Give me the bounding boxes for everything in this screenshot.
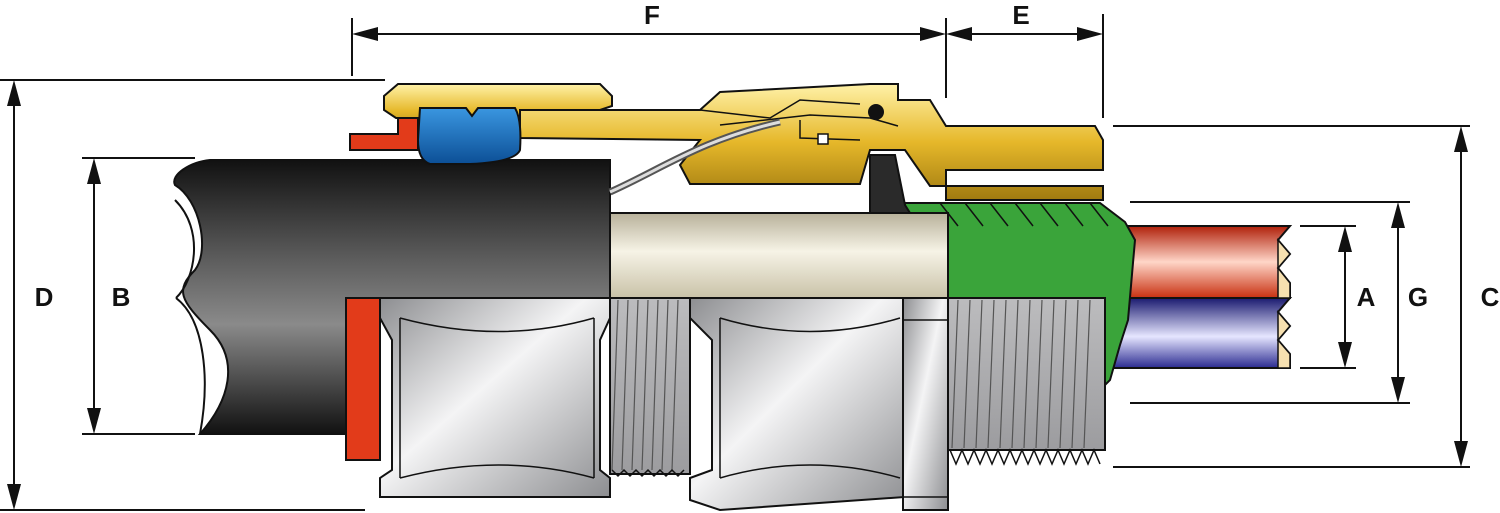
inner-sheath	[599, 212, 949, 299]
label-B: B	[112, 282, 131, 312]
label-G: G	[1408, 282, 1428, 312]
middle-nut	[689, 297, 906, 512]
red-seal-lower	[345, 297, 381, 461]
dimension-lines	[0, 14, 1470, 511]
label-C: C	[1481, 282, 1500, 312]
label-A: A	[1357, 282, 1376, 312]
label-D: D	[35, 282, 54, 312]
back-nut	[379, 297, 611, 498]
dimension-arrowheads	[7, 27, 1468, 510]
label-E: E	[1012, 0, 1029, 30]
label-F: F	[644, 0, 660, 30]
blue-seal	[416, 107, 522, 165]
gland-body-lower	[345, 297, 1106, 512]
red-seal-top	[349, 117, 419, 151]
